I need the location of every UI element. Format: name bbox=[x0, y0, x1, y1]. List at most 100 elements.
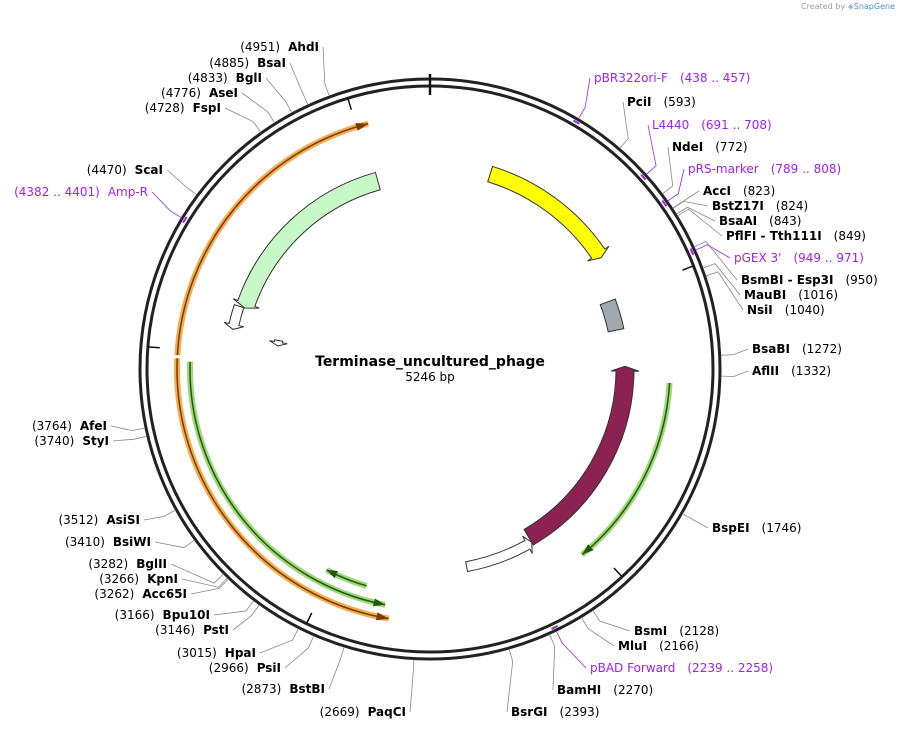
site-leader bbox=[224, 107, 262, 133]
site-name: MauBI bbox=[744, 288, 786, 302]
site-name: L4440 bbox=[652, 118, 689, 132]
site-leader bbox=[581, 617, 615, 647]
primer-mark bbox=[551, 625, 559, 630]
site-leader bbox=[619, 101, 629, 149]
site-label: (2669)PaqCI bbox=[320, 705, 406, 719]
tick-mark bbox=[347, 97, 353, 110]
site-name: NdeI bbox=[672, 140, 703, 154]
snapgene-logo-icon: ◈ bbox=[847, 2, 854, 11]
site-label: (2966)PsiI bbox=[209, 661, 281, 675]
tick-mark bbox=[305, 612, 313, 624]
site-label: MluI (2166) bbox=[618, 639, 699, 653]
site-leader bbox=[232, 604, 260, 631]
site-label: NdeI (772) bbox=[672, 140, 748, 154]
orf-arrowhead bbox=[372, 598, 386, 607]
site-label: pRS-marker (789 .. 808) bbox=[688, 162, 841, 176]
site-name: MluI bbox=[618, 639, 647, 653]
site-position: (824) bbox=[776, 199, 808, 213]
site-leader bbox=[695, 244, 731, 259]
site-position: (2128) bbox=[679, 624, 719, 638]
site-leader bbox=[181, 577, 228, 588]
site-label: MauBI (1016) bbox=[744, 288, 838, 302]
site-position: (4470) bbox=[87, 163, 127, 177]
site-name: StyI bbox=[82, 434, 109, 448]
site-position: (3410) bbox=[65, 535, 105, 549]
plasmid-length: 5246 bp bbox=[405, 370, 455, 384]
credit-brand: SnapGene bbox=[853, 2, 895, 11]
feature-arac bbox=[523, 365, 640, 546]
site-position: (772) bbox=[715, 140, 747, 154]
site-position: (3512) bbox=[58, 513, 98, 527]
site-leader bbox=[151, 191, 182, 219]
site-leader bbox=[720, 370, 749, 377]
site-label: BstZ17I (824) bbox=[712, 199, 808, 213]
site-name: PaqCI bbox=[368, 705, 406, 719]
site-name: Amp-R bbox=[108, 185, 148, 199]
site-name: AsiSI bbox=[106, 513, 140, 527]
site-name: BstZ17I bbox=[712, 199, 764, 213]
site-position: (4833) bbox=[188, 71, 228, 85]
site-position: (1016) bbox=[798, 288, 838, 302]
site-label: (3740)StyI bbox=[34, 434, 109, 448]
orf-arrowhead bbox=[326, 569, 338, 579]
feature-ampr bbox=[232, 171, 381, 309]
site-name: BsaI bbox=[257, 56, 286, 70]
site-name: PflFI - Tth111I bbox=[726, 229, 822, 243]
site-leader bbox=[693, 240, 738, 281]
site-label: (3764)AfeI bbox=[32, 419, 107, 433]
site-position: (950) bbox=[845, 273, 877, 287]
tick-mark bbox=[613, 567, 623, 578]
site-leader bbox=[284, 635, 315, 669]
site-position: (1040) bbox=[785, 303, 825, 317]
site-label: (3512) AsiSI bbox=[58, 513, 140, 527]
site-leader bbox=[705, 271, 744, 311]
site-label: BsmI(2128) bbox=[634, 624, 719, 638]
site-leader bbox=[241, 92, 276, 124]
site-label: (4833) BglI bbox=[188, 71, 262, 85]
site-position: (4382 .. 4401) bbox=[14, 185, 100, 199]
site-leader bbox=[289, 62, 309, 105]
site-name: AflII bbox=[752, 364, 779, 378]
site-leader bbox=[682, 513, 709, 529]
site-leader bbox=[190, 578, 229, 595]
site-leader bbox=[578, 77, 591, 119]
site-position: (2166) bbox=[659, 639, 699, 653]
site-name: KpnI bbox=[147, 572, 178, 586]
site-position: (789 .. 808) bbox=[771, 162, 841, 176]
site-position: (2966) bbox=[209, 661, 249, 675]
site-label: NsiI (1040) bbox=[747, 303, 825, 317]
site-label: (4951)AhdI bbox=[240, 40, 319, 54]
plasmid-name: Terminase_uncultured_phage bbox=[315, 354, 545, 370]
orf-arrowhead bbox=[355, 123, 369, 131]
site-leader bbox=[409, 659, 415, 713]
site-name: BspEI bbox=[712, 521, 750, 535]
orf-arrowhead bbox=[375, 612, 389, 621]
site-position: (3166) bbox=[115, 608, 155, 622]
site-name: Acc65I bbox=[142, 587, 187, 601]
site-name: BglI bbox=[236, 71, 262, 85]
tick-layer bbox=[147, 97, 694, 624]
site-position: (2270) bbox=[613, 683, 653, 697]
site-position: (2873) bbox=[241, 682, 281, 696]
site-leader bbox=[143, 509, 176, 521]
site-name: NsiI bbox=[747, 303, 773, 317]
site-name: pRS-marker bbox=[688, 162, 759, 176]
site-label: AccI(823) bbox=[703, 184, 775, 198]
site-label: (3262) Acc65I bbox=[94, 587, 187, 601]
site-label: PciI(593) bbox=[627, 95, 696, 109]
backbone-layer bbox=[138, 74, 722, 661]
site-position: (3282) bbox=[88, 557, 128, 571]
site-name: AfeI bbox=[80, 419, 107, 433]
site-position: (3262) bbox=[94, 587, 134, 601]
feature-promoter bbox=[223, 303, 245, 330]
site-position: (823) bbox=[743, 184, 775, 198]
site-leader bbox=[110, 425, 146, 432]
orf-line bbox=[176, 122, 369, 356]
site-label: pBR322ori-F(438 .. 457) bbox=[594, 71, 750, 85]
feature-bom bbox=[599, 298, 625, 333]
site-position: (1746) bbox=[762, 521, 802, 535]
site-name: PciI bbox=[627, 95, 652, 109]
site-leader bbox=[322, 46, 330, 97]
orf-arrowhead bbox=[582, 544, 594, 555]
